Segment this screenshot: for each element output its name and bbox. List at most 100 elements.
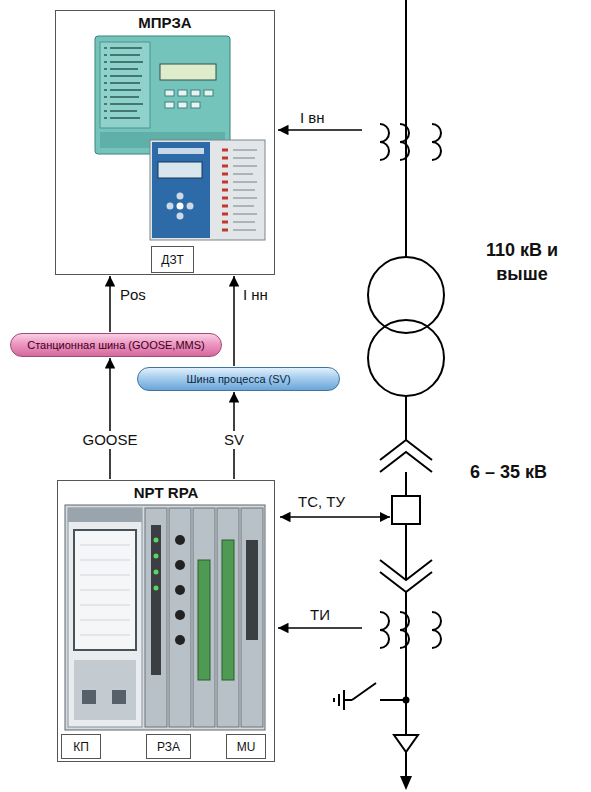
single-line-scheme	[405, 752, 407, 778]
rack-picture	[175, 535, 185, 545]
single-line-scheme	[432, 124, 441, 160]
relay-picture	[178, 90, 187, 96]
rack-picture	[154, 586, 159, 591]
arrow-head	[400, 776, 412, 790]
relay-picture	[204, 90, 213, 96]
single-line-scheme	[392, 496, 420, 524]
rack-picture	[145, 508, 167, 727]
rack-picture	[175, 585, 185, 595]
single-line-scheme	[432, 612, 441, 648]
single-line-scheme	[380, 612, 389, 648]
rack-picture	[246, 540, 258, 640]
rack-picture	[175, 560, 185, 570]
connector-arrow	[233, 276, 235, 366]
relay-picture	[104, 48, 143, 118]
single-line-scheme	[368, 257, 444, 333]
relay-picture	[100, 42, 150, 128]
device-box: МПРЗА ДЗТ	[55, 10, 275, 275]
node-text: MU	[237, 740, 256, 754]
single-line-scheme	[334, 683, 406, 710]
rack-picture	[74, 530, 136, 650]
rack-picture	[112, 690, 126, 704]
rack-picture	[241, 508, 263, 727]
function-box: MU	[226, 734, 266, 759]
relay-picture	[167, 203, 174, 210]
rack-picture	[169, 508, 191, 727]
relay-picture	[187, 203, 194, 210]
single-line-scheme	[368, 320, 444, 396]
station-bus: Станционная шина (GOOSE,MMS)	[10, 333, 222, 357]
rack-picture	[68, 508, 142, 727]
device-box: NPT RPA КП РЗА MU	[57, 480, 275, 762]
node-text: МПРЗА	[138, 14, 191, 31]
relay-picture	[150, 140, 265, 240]
rack-picture	[80, 545, 130, 635]
node-text: РЗА	[157, 740, 180, 754]
relay-picture	[177, 203, 184, 210]
voltage-label: 110 кВ и выше	[466, 238, 578, 287]
edge-label: Pos	[118, 286, 148, 304]
rack-picture	[154, 538, 159, 543]
rack-picture	[65, 505, 265, 730]
rack-picture	[68, 508, 142, 522]
signal-label: ТС, ТУ	[298, 492, 345, 512]
relay-picture	[191, 90, 200, 96]
edge-label: SV	[222, 431, 246, 449]
relay-picture	[95, 36, 230, 154]
rack-picture	[151, 525, 161, 675]
relay-picture	[158, 148, 204, 154]
relay-picture	[165, 102, 174, 108]
single-line-scheme	[380, 124, 389, 160]
relay-picture	[158, 162, 202, 178]
node-text: NPT RPA	[134, 484, 199, 501]
node-text: Станционная шина (GOOSE,MMS)	[27, 339, 205, 351]
function-box: РЗА	[146, 734, 191, 759]
rack-picture	[74, 660, 136, 720]
relay-picture	[160, 64, 216, 80]
relay-picture	[177, 193, 184, 200]
relay-picture	[233, 150, 257, 230]
signal-arrow	[278, 627, 362, 629]
relay-picture	[178, 102, 187, 108]
rack-picture	[217, 508, 239, 727]
process-bus: Шина процесса (SV)	[137, 367, 340, 391]
signal-arrow	[278, 129, 362, 131]
single-line-scheme	[405, 0, 407, 735]
node-text: ДЗТ	[161, 253, 183, 267]
signal-label: ТИ	[310, 605, 330, 625]
rack-picture	[65, 505, 265, 730]
relay-picture	[95, 36, 230, 154]
edge-label: I нн	[241, 286, 270, 304]
single-line-scheme	[380, 572, 432, 592]
single-line-scheme	[394, 735, 418, 752]
single-line-scheme	[334, 0, 444, 778]
relay-picture	[191, 102, 200, 108]
function-box: КП	[61, 734, 101, 759]
node-text: КП	[73, 740, 89, 754]
single-line-scheme	[380, 452, 432, 472]
relay-picture	[222, 150, 228, 230]
connector-arrow	[109, 276, 111, 332]
junction-dot	[403, 697, 410, 704]
rack-picture	[193, 508, 215, 727]
rack-picture	[154, 554, 159, 559]
relay-picture	[152, 142, 210, 238]
relay-picture	[177, 213, 184, 220]
edge-label: GOOSE	[80, 431, 139, 449]
node-text: Шина процесса (SV)	[186, 373, 290, 385]
rack-picture	[175, 635, 185, 645]
signal-arrow	[280, 516, 390, 518]
rack-picture	[154, 570, 159, 575]
rack-picture	[198, 560, 210, 680]
voltage-label: 6 – 35 кВ	[470, 460, 547, 484]
rack-picture	[175, 610, 185, 620]
signal-label: I вн	[300, 108, 325, 128]
single-line-scheme	[400, 612, 409, 648]
function-box: ДЗТ	[151, 246, 194, 273]
single-line-scheme	[380, 440, 432, 460]
